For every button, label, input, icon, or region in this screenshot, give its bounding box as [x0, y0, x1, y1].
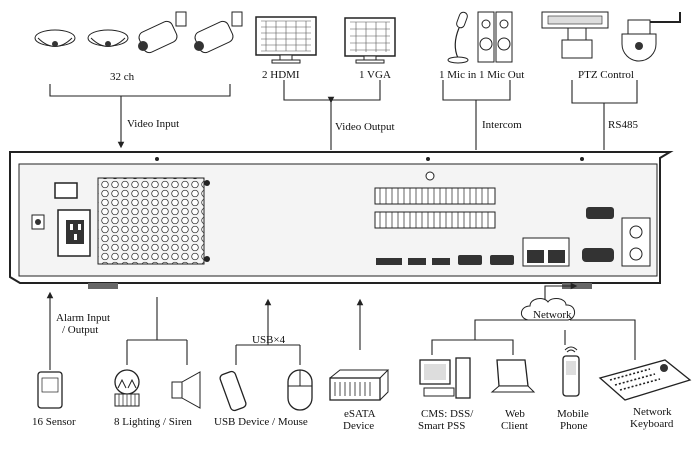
hdmi-label: 2 HDMI [262, 69, 300, 81]
alarm-io-label-1: Alarm Input [56, 312, 111, 324]
ptz-pan-tilt-icon [541, 11, 609, 59]
cms-label-1: CMS: DSS/ [421, 408, 474, 420]
laptop-icon [490, 359, 536, 393]
dome-camera-icon [87, 29, 129, 47]
vga-monitor-icon [344, 17, 396, 64]
speed-dome-camera-icon [621, 12, 681, 62]
video-output-label: Video Output [335, 121, 395, 133]
dome-camera-icon [34, 29, 76, 47]
alarm-io-label-2: / Output [62, 324, 99, 336]
sensor-label: 16 Sensor [32, 416, 76, 428]
video-input-label: Video Input [127, 118, 180, 130]
esata-label-1: eSATA [344, 408, 376, 420]
mobile-phone-label-1: Mobile [557, 408, 589, 420]
cms-computer-icon [419, 357, 471, 399]
web-client-label-1: Web [505, 408, 525, 420]
usb-device-label: USB Device / Mouse [214, 416, 308, 428]
network-keyboard-label-1: Network [633, 406, 672, 418]
bottom-connector-lines [46, 282, 636, 370]
mouse-icon [287, 369, 313, 411]
cameras-count-label: 32 ch [110, 71, 135, 83]
network-keyboard-label-2: Keyboard [630, 418, 674, 430]
lighting-siren-label: 8 Lighting / Siren [114, 416, 192, 428]
usb-stick-icon [219, 370, 247, 412]
usb-count-label: USB×4 [252, 334, 286, 346]
rs485-label: RS485 [608, 119, 638, 131]
siren-icon [171, 371, 201, 409]
esata-label-2: Device [343, 420, 375, 432]
lighting-icon [114, 369, 140, 407]
ground-terminal-icon [31, 214, 45, 230]
network-label: Network [533, 309, 572, 321]
network-keyboard-icon [598, 359, 692, 401]
power-switch-icon [54, 182, 78, 199]
web-client-label-2: Client [501, 420, 528, 432]
sensor-icon [37, 371, 63, 409]
bullet-camera-icon [194, 11, 243, 54]
esata-device-icon [329, 369, 390, 401]
hdmi-monitor-icon [255, 16, 317, 64]
microphone-icon [447, 11, 469, 64]
network-cloud-icon [521, 297, 575, 321]
speaker-icon [477, 11, 513, 63]
rear-port-row [376, 207, 651, 267]
top-connector-lines [49, 80, 638, 150]
vga-label: 1 VGA [359, 69, 391, 81]
bullet-camera-icon [138, 11, 187, 54]
fan-grille-icon [97, 177, 210, 265]
mobile-phone-label-2: Phone [560, 420, 588, 432]
cms-label-2: Smart PSS [418, 420, 466, 432]
alarm-terminal-block [374, 171, 496, 229]
mobile-phone-icon [562, 346, 580, 397]
power-socket-icon [57, 209, 91, 257]
mic-label: 1 Mic in 1 Mic Out [439, 69, 525, 81]
intercom-label: Intercom [482, 119, 522, 131]
ptz-control-label: PTZ Control [578, 69, 634, 81]
